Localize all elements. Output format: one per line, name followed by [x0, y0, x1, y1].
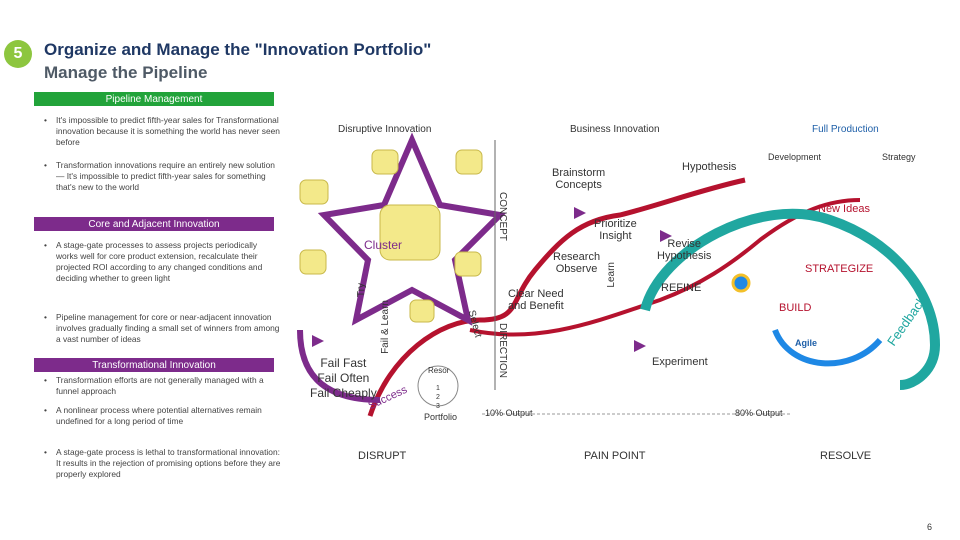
label-output-80: 80% Output [735, 408, 783, 418]
label-concept: CONCEPT [497, 192, 508, 241]
fail-often-line: Fail Often [317, 371, 370, 385]
stage-marker [660, 230, 672, 242]
label-direction: DIRECTION [497, 323, 508, 378]
label-research: Research Observe [553, 251, 600, 275]
bullet-ti-1: Transformation efforts are not generally… [44, 375, 281, 397]
label-pain-point: PAIN POINT [584, 450, 646, 462]
stage-marker [574, 207, 586, 219]
brainstorm-line: Brainstorm [552, 167, 606, 179]
agile-loop [772, 328, 883, 367]
idea-blob [454, 251, 482, 277]
portfolio-list: 1 2 3 [436, 384, 440, 411]
portfolio-item: 1 [436, 385, 440, 392]
label-hypothesis: Hypothesis [682, 161, 737, 173]
feedback-arc [640, 208, 941, 390]
label-strategy: Strategy [882, 152, 916, 162]
bullet-pm-2: Transformation innovations require an en… [44, 160, 281, 193]
label-revise: Revise Hypothesis [657, 238, 711, 262]
portfolio-circle [417, 365, 459, 407]
portfolio-item: 2 [436, 394, 440, 401]
label-refine: REFINE [661, 282, 702, 294]
idea-blob [371, 149, 399, 175]
benefit-line: and Benefit [508, 300, 564, 312]
idea-blob [299, 249, 327, 275]
bullet-pm-1: It's impossible to predict fifth-year sa… [44, 115, 281, 148]
label-portfolio: Portfolio [424, 412, 458, 422]
cluster-blob [379, 204, 441, 261]
stage-marker [634, 340, 646, 352]
label-agile: Agile [795, 338, 818, 348]
step-number-badge: 5 [4, 40, 32, 68]
label-learn: Learn [606, 262, 617, 288]
pipeline-diagram [297, 132, 941, 417]
label-prioritize: Prioritize Insight [594, 218, 637, 242]
revise-line: Revise [667, 238, 702, 250]
concepts-line: Concepts [555, 179, 602, 191]
idea-blobs [299, 149, 483, 323]
pipeline-management-header: Pipeline Management [34, 92, 274, 106]
idea-blob [409, 299, 435, 323]
label-disrupt: DISRUPT [358, 450, 407, 462]
label-disruptive-innovation: Disruptive Innovation [338, 124, 432, 135]
funnel-curve-upper [367, 177, 746, 417]
label-full-production: Full Production [812, 124, 879, 135]
label-fail-fast: Fail Fast Fail Often Fail Cheaply [310, 356, 377, 401]
label-brainstorm: Brainstorm Concepts [552, 167, 605, 191]
transformational-header: Transformational Innovation [34, 358, 274, 372]
idea-blob [299, 179, 329, 205]
label-resolve: RESOLVE [820, 450, 872, 462]
prioritize-line: Prioritize [594, 218, 637, 230]
stage-marker [312, 335, 324, 347]
fail-cheaply-line: Fail Cheaply [310, 386, 377, 400]
label-development: Development [768, 152, 822, 162]
bullet-ca-1: A stage-gate processes to assess project… [44, 240, 281, 284]
insight-line: Insight [599, 230, 632, 242]
fail-arc [297, 329, 381, 403]
observe-line: Observe [555, 263, 598, 275]
label-clear-need: Clear Need and Benefit [508, 288, 564, 312]
idea-blob [455, 149, 483, 175]
hypothesis-line: Hypothesis [657, 250, 712, 262]
refine-node [731, 273, 751, 293]
research-line: Research [553, 251, 601, 263]
label-fail-learn: Fail & Learn [380, 300, 391, 354]
fail-fast-line: Fail Fast [320, 356, 367, 370]
bullet-ti-3: A stage-gate process is lethal to transf… [44, 447, 281, 480]
core-adjacent-header: Core and Adjacent Innovation [34, 217, 274, 231]
label-output-10: 10% Output [485, 408, 533, 418]
label-resources: Resor [428, 366, 450, 375]
label-strategize: STRATEGIZE [805, 263, 874, 275]
label-experiment: Experiment [652, 356, 708, 368]
label-new-ideas: New Ideas [818, 203, 870, 215]
page-subtitle: Manage the Pipeline [44, 63, 208, 82]
portfolio-item: 3 [436, 403, 440, 410]
label-cluster: Cluster [364, 238, 403, 252]
bullet-ca-2: Pipeline management for core or near-adj… [44, 312, 281, 345]
label-business-innovation: Business Innovation [570, 124, 660, 135]
page-title: Organize and Manage the "Innovation Port… [44, 40, 432, 59]
page-number: 6 [926, 522, 932, 532]
bullet-ti-2: A nonlinear process where potential alte… [44, 405, 281, 427]
label-try: Try [356, 283, 367, 298]
clear-need-line: Clear Need [508, 288, 564, 300]
label-build: BUILD [779, 302, 812, 314]
